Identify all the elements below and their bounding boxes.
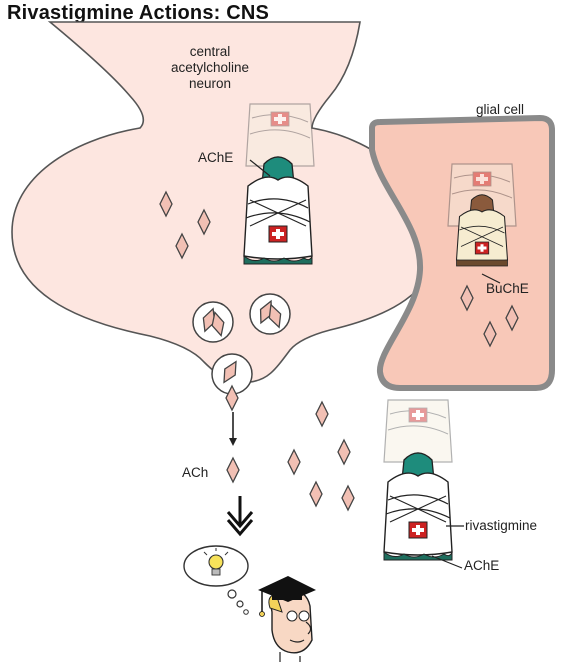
buche-straitjacket-icon: [447, 163, 517, 267]
ache-bottom-label: AChE: [464, 558, 500, 573]
ache-synapse-straitjacket-icon: [383, 399, 453, 561]
ach-label: ACh: [182, 465, 209, 480]
lightbulb-icon: [203, 548, 229, 576]
rivastigmine-label: rivastigmine: [465, 518, 538, 533]
diagram-title: Rivastigmine Actions: CNS: [7, 2, 270, 24]
ach-molecules-synapse: [287, 401, 355, 511]
ache-neuron-straitjacket-icon: [243, 103, 315, 265]
neuron-label: central acetylcholine neuron: [170, 44, 250, 91]
graduate-head-icon: [258, 576, 316, 662]
ache-top-label: AChE: [198, 150, 234, 165]
buche-label: BuChE: [486, 281, 529, 296]
double-arrow-icon: [226, 496, 254, 537]
glial-cell-label: glial cell: [476, 102, 525, 117]
ach-released: [225, 385, 240, 483]
vesicles: [192, 293, 291, 395]
